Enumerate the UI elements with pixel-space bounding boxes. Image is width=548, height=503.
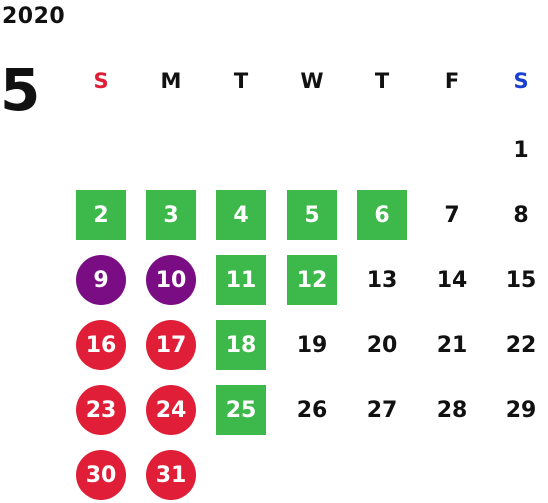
- day-cell-18[interactable]: 18: [216, 320, 266, 370]
- day-cell-21[interactable]: 21: [436, 332, 468, 358]
- day-cell-1[interactable]: 1: [513, 137, 529, 163]
- day-cell-25[interactable]: 25: [216, 385, 266, 435]
- day-cell-4[interactable]: 4: [216, 190, 266, 240]
- weekday-header-1: M: [160, 69, 182, 93]
- day-cell-19[interactable]: 19: [296, 332, 328, 358]
- day-cell-29[interactable]: 29: [505, 397, 537, 423]
- day-cell-17[interactable]: 17: [146, 320, 196, 370]
- weekday-header-4: T: [374, 69, 390, 93]
- day-cell-26[interactable]: 26: [296, 397, 328, 423]
- day-cell-14[interactable]: 14: [436, 267, 468, 293]
- day-cell-16[interactable]: 16: [76, 320, 126, 370]
- year-label: 2020: [2, 4, 66, 29]
- day-cell-28[interactable]: 28: [436, 397, 468, 423]
- day-cell-13[interactable]: 13: [366, 267, 398, 293]
- day-cell-12[interactable]: 12: [287, 255, 337, 305]
- day-cell-9[interactable]: 9: [76, 255, 126, 305]
- weekday-header-3: W: [300, 69, 324, 93]
- day-cell-7[interactable]: 7: [444, 202, 460, 228]
- day-cell-3[interactable]: 3: [146, 190, 196, 240]
- day-cell-30[interactable]: 30: [76, 450, 126, 500]
- weekday-header-0: S: [93, 69, 109, 93]
- day-cell-15[interactable]: 15: [505, 267, 537, 293]
- day-cell-8[interactable]: 8: [513, 202, 529, 228]
- month-number: 5: [0, 56, 41, 124]
- day-cell-20[interactable]: 20: [366, 332, 398, 358]
- weekday-header-6: S: [513, 69, 529, 93]
- day-cell-23[interactable]: 23: [76, 385, 126, 435]
- day-cell-27[interactable]: 27: [366, 397, 398, 423]
- day-cell-10[interactable]: 10: [146, 255, 196, 305]
- weekday-header-2: T: [233, 69, 249, 93]
- day-cell-2[interactable]: 2: [76, 190, 126, 240]
- day-cell-5[interactable]: 5: [287, 190, 337, 240]
- day-cell-24[interactable]: 24: [146, 385, 196, 435]
- day-cell-6[interactable]: 6: [357, 190, 407, 240]
- day-cell-11[interactable]: 11: [216, 255, 266, 305]
- day-cell-22[interactable]: 22: [505, 332, 537, 358]
- day-cell-31[interactable]: 31: [146, 450, 196, 500]
- weekday-header-5: F: [444, 69, 460, 93]
